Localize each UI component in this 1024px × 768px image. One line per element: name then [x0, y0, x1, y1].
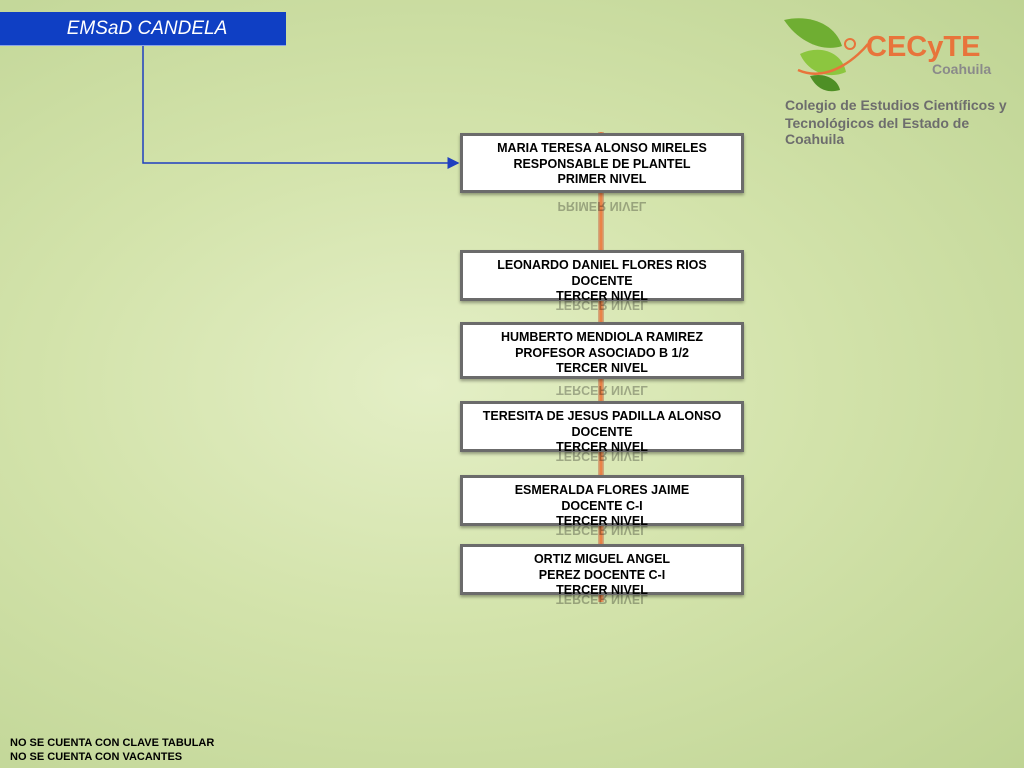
page-title: EMSaD CANDELA — [0, 12, 286, 46]
node-role: DOCENTE — [571, 424, 633, 439]
node-name: LEONARDO DANIEL FLORES RIOS — [497, 258, 707, 272]
node-name: ORTIZ MIGUEL ANGEL — [533, 552, 671, 566]
region-text: Coahuila — [932, 61, 991, 77]
node-level: PRIMER NIVEL — [557, 172, 647, 186]
node-reflection: TERCER NIVEL — [556, 301, 648, 312]
node-name: ESMERALDA FLORES JAIME — [514, 483, 690, 497]
node-role: PEREZ DOCENTE C-I — [538, 567, 666, 582]
node-role: DOCENTE — [571, 273, 633, 288]
node-name: MARIA TERESA ALONSO MIRELES — [497, 141, 707, 155]
node-level: TERCER NIVEL — [556, 514, 648, 528]
node-name: HUMBERTO MENDIOLA RAMIREZ — [500, 330, 704, 344]
node-role: DOCENTE C-I — [561, 498, 643, 513]
node-role: RESPONSABLE DE PLANTEL — [513, 156, 691, 171]
node-reflection: TERCER NIVEL — [556, 385, 648, 397]
org-node-5: ESMERALDA FLORES JAIME DOCENTE C-I TERCE… — [460, 475, 744, 528]
org-node-4: TERESITA DE JESUS PADILLA ALONSO DOCENTE… — [460, 401, 744, 454]
org-node-2: LEONARDO DANIEL FLORES RIOS DOCENTE TERC… — [460, 250, 744, 303]
node-level: TERCER NIVEL — [556, 361, 648, 375]
logo-caption-line1: Colegio de Estudios Científicos y — [785, 97, 1007, 113]
node-level: TERCER NIVEL — [556, 289, 648, 303]
node-reflection: PRIMER NIVEL — [557, 201, 647, 213]
title-to-root-connector — [142, 46, 460, 169]
logo-caption-line2: Tecnológicos del Estado de Coahuila — [785, 115, 970, 147]
node-level: TERCER NIVEL — [556, 440, 648, 454]
cecyte-logo: CECyTE Coahuila — [784, 18, 991, 92]
footer-note-2: NO SE CUENTA CON VACANTES — [10, 751, 183, 763]
org-node-root: MARIA TERESA ALONSO MIRELES RESPONSABLE … — [460, 133, 744, 193]
footer-note-1: NO SE CUENTA CON CLAVE TABULAR — [10, 737, 215, 749]
node-reflection: TERCER NIVEL — [556, 595, 648, 606]
node-role: PROFESOR ASOCIADO B 1/2 — [515, 345, 689, 360]
node-reflection: TERCER NIVEL — [556, 452, 648, 463]
node-name: TERESITA DE JESUS PADILLA ALONSO — [482, 409, 722, 423]
node-reflection: TERCER NIVEL — [556, 526, 648, 537]
org-node-6: ORTIZ MIGUEL ANGEL PEREZ DOCENTE C-I TER… — [460, 544, 744, 597]
org-node-3: HUMBERTO MENDIOLA RAMIREZ PROFESOR ASOCI… — [460, 322, 744, 379]
node-level: TERCER NIVEL — [556, 583, 648, 597]
brand-text: CECyTE — [866, 31, 980, 63]
leaf-icon — [784, 18, 869, 92]
